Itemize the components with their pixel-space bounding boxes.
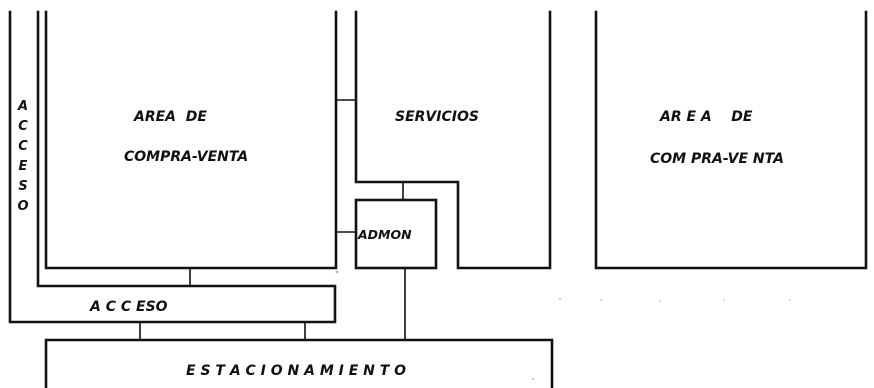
admon-label: ADMON — [357, 227, 412, 242]
estacionamiento-label: E S T A C I O N A M I E N T O — [186, 363, 406, 379]
area-compra-venta-right-box — [594, 10, 868, 270]
acceso-vertical-letter: S — [18, 179, 27, 194]
scan-speck — [659, 300, 661, 302]
estacionamiento-outline — [44, 338, 554, 388]
area-left-label-line1: AREA DE — [133, 109, 207, 125]
acceso-corridor-outline — [8, 10, 337, 324]
acceso-vertical-letter: A — [17, 99, 28, 114]
scan-speck — [789, 299, 791, 301]
area-left-label-line2: COMPRA-VENTA — [124, 149, 248, 165]
scan-speck — [532, 378, 534, 380]
acceso-vertical-letter: C — [18, 119, 28, 134]
acceso-horizontal-label: A C C ESO — [89, 299, 168, 315]
scan-speck — [335, 270, 339, 274]
scan-speck — [723, 299, 725, 301]
area-compra-venta-left-box — [44, 10, 338, 270]
area-right-label-line1: AR E A DE — [659, 109, 753, 125]
acceso-vertical-letter: E — [19, 159, 28, 174]
scan-speck — [559, 298, 561, 300]
servicios-label: SERVICIOS — [395, 109, 479, 125]
scan-speck — [600, 299, 602, 301]
acceso-vertical-letter: O — [17, 199, 28, 214]
acceso-vertical-letter: C — [18, 139, 28, 154]
area-right-label-line2: COM PRA-VE NTA — [650, 151, 784, 167]
admon-room-box — [354, 198, 438, 270]
servicios-room-outline — [354, 10, 552, 270]
